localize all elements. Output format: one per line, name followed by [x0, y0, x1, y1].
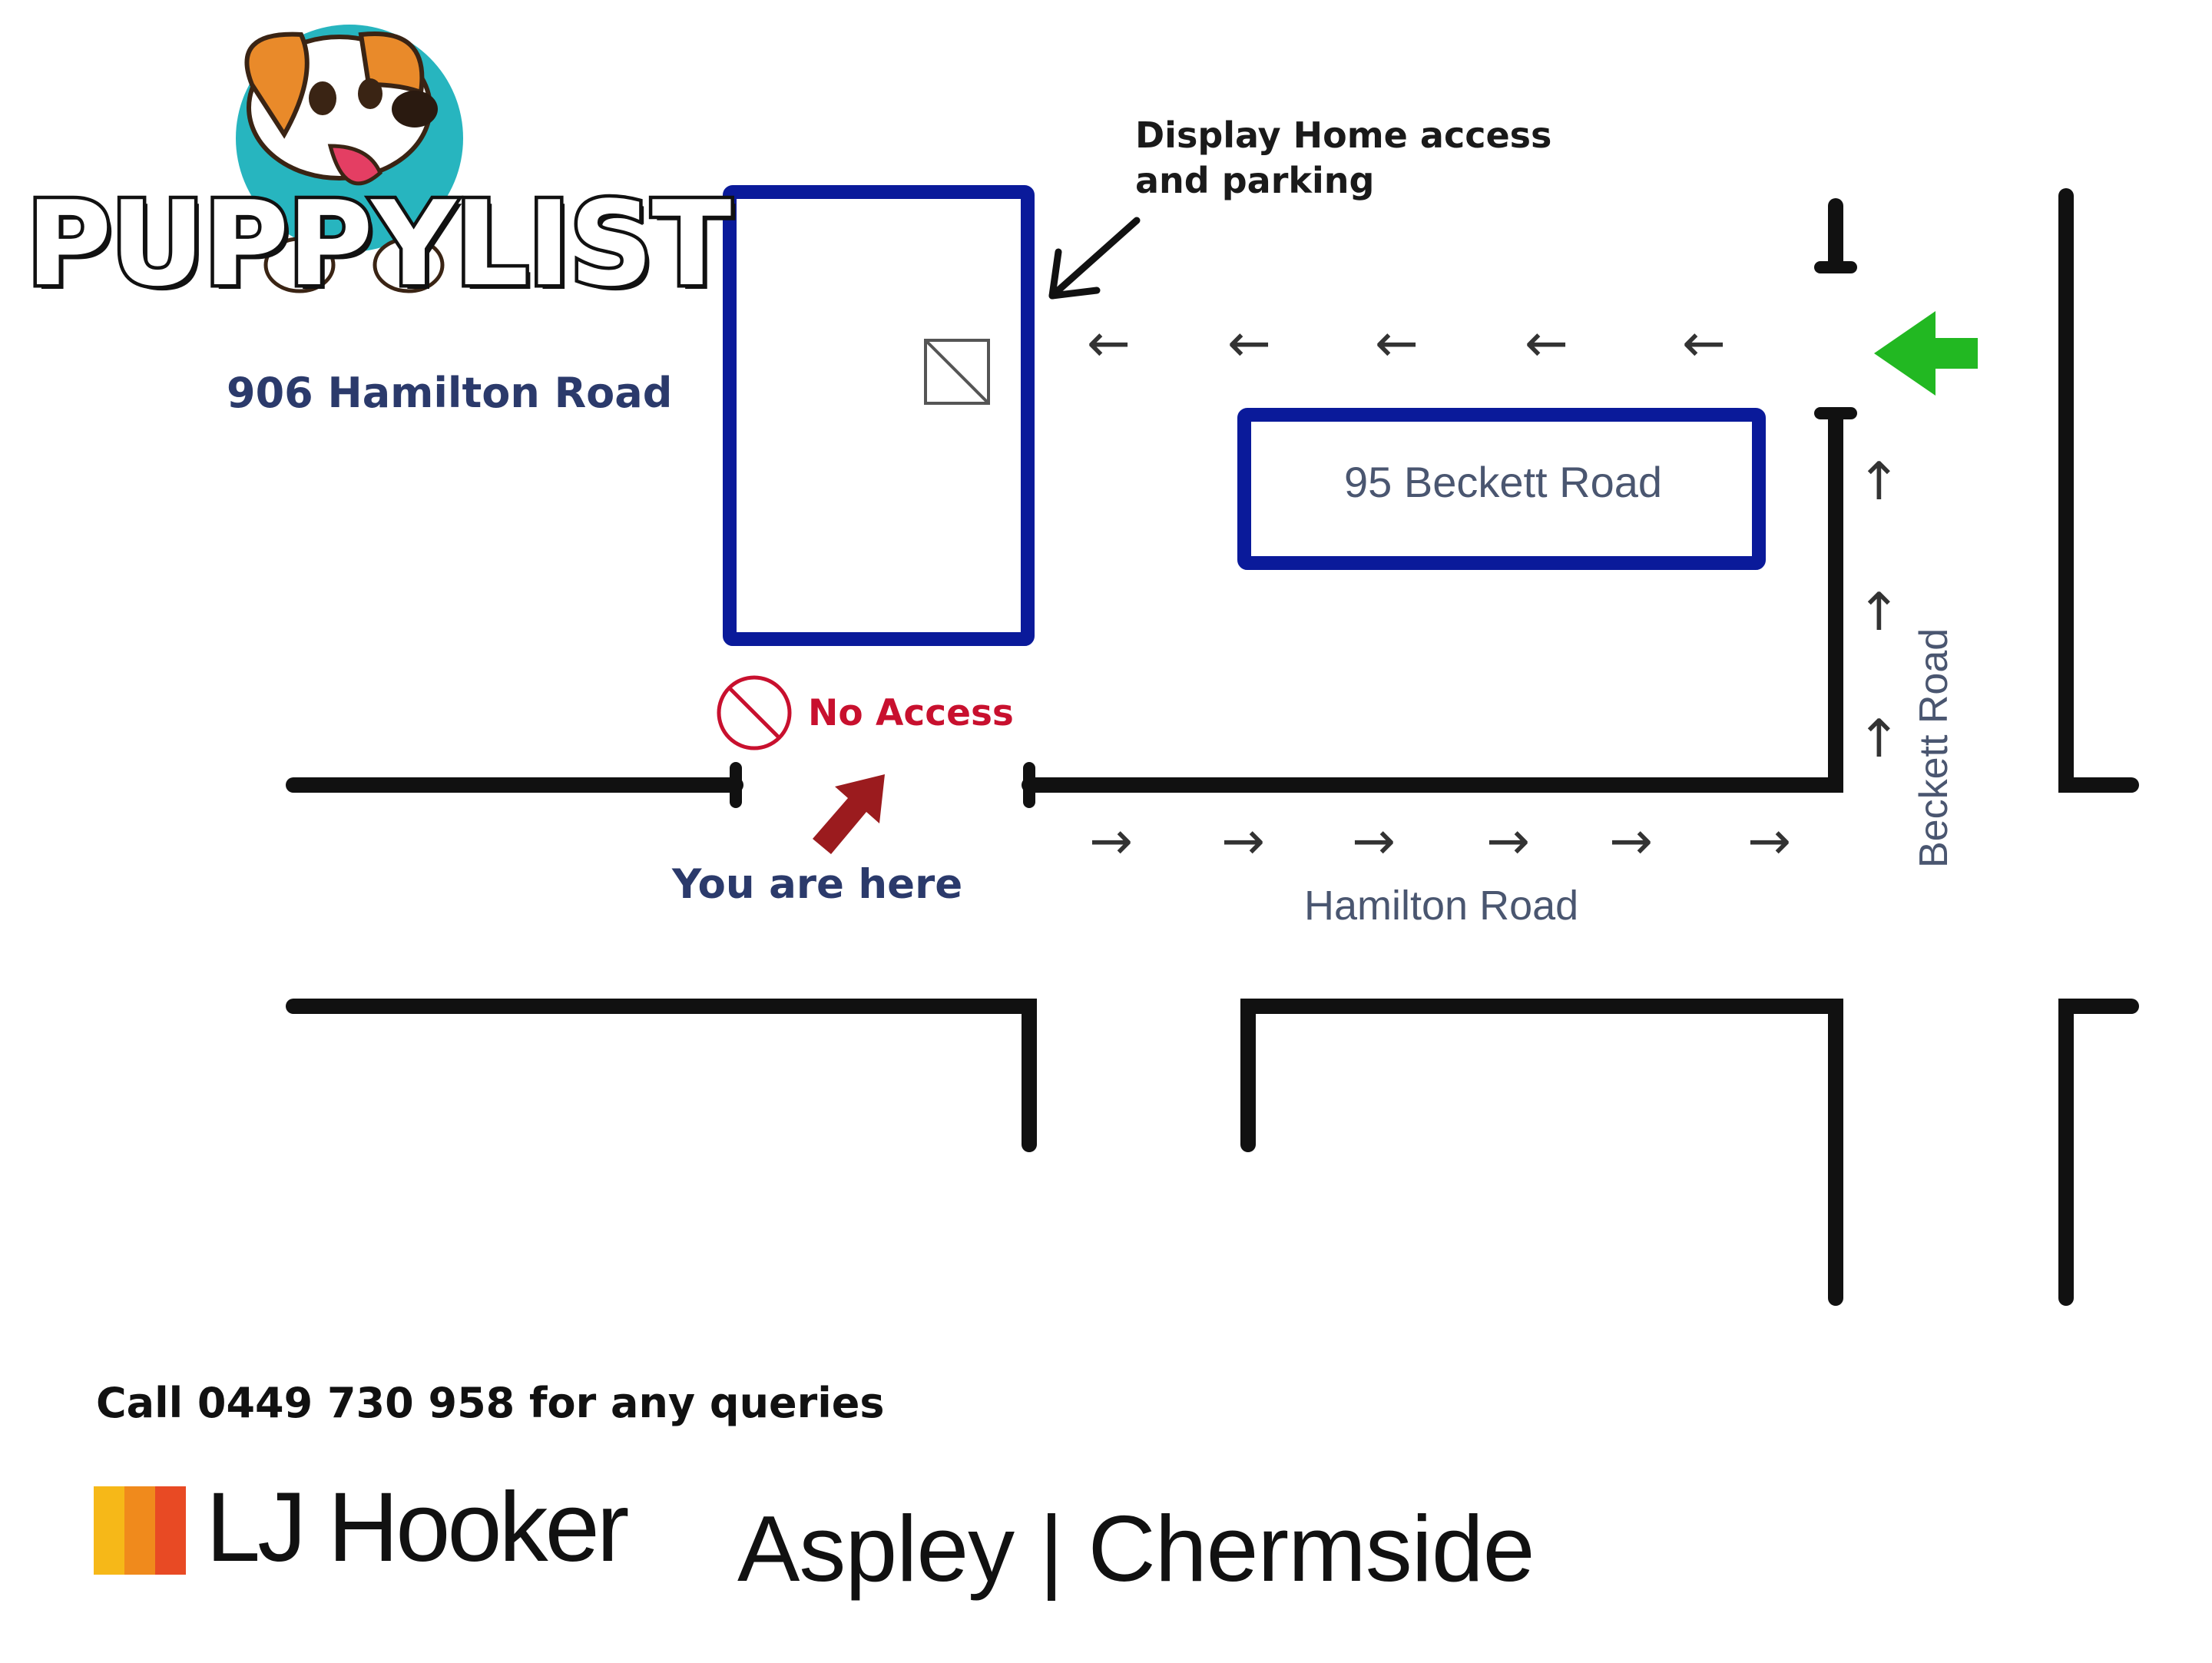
contact-text: Call 0449 730 958 for any queries — [96, 1379, 885, 1427]
arrow-right-2: → — [1221, 811, 1265, 872]
arrow-up-2: ↑ — [1857, 582, 1901, 643]
property-906-hamilton-outline — [723, 185, 1035, 646]
road-hamilton-south-left — [286, 999, 1037, 1152]
property-95-beckett-outline — [1237, 408, 1766, 570]
property-label-95-beckett: 95 Beckett Road — [1344, 458, 1663, 506]
logo-wordmark: PUPPYLIST — [22, 176, 734, 312]
arrow-left-3: ← — [1375, 313, 1419, 374]
arrow-up-3: ↑ — [1857, 709, 1901, 770]
you-are-here-label: You are here — [672, 861, 963, 908]
roads — [286, 188, 2139, 1306]
callout-arrow-icon — [1048, 217, 1141, 300]
arrow-left-4: ← — [1525, 313, 1568, 374]
property-label-906-hamilton: 906 Hamilton Road — [227, 369, 673, 417]
brand-stripe-red — [155, 1486, 186, 1575]
arrow-right-6: → — [1747, 811, 1791, 872]
brand-stripe-orange — [124, 1486, 155, 1575]
entry-arrow-icon — [1874, 311, 1978, 396]
road-hamilton-north-right — [1022, 411, 1843, 793]
entry-marker-icon — [924, 339, 990, 405]
callout-label-line2: and parking — [1135, 160, 1375, 201]
arrow-up-1: ↑ — [1857, 452, 1901, 512]
arrow-left-2: ← — [1227, 313, 1271, 374]
arrow-left-5: ← — [1682, 313, 1726, 374]
direction-arrows: ← ← ← ← ← → → → → → → ↑ ↑ ↑ — [1087, 313, 1901, 872]
road-hamilton-south-mid — [1240, 999, 1843, 1306]
arrow-right-5: → — [1609, 811, 1653, 872]
office-name: Aspley | Chermside — [737, 1496, 1535, 1601]
road-end-ticks — [730, 261, 1857, 808]
no-access-label: No Access — [808, 692, 1014, 734]
arrow-right-1: → — [1089, 811, 1133, 872]
you-are-here-arrow-icon — [813, 774, 885, 854]
lj-hooker-logo — [94, 1486, 186, 1575]
street-label-hamilton: Hamilton Road — [1304, 883, 1579, 929]
road-beckett-east-top — [2058, 188, 2139, 793]
arrow-right-3: → — [1352, 811, 1396, 872]
street-label-beckett: Beckett Road — [1912, 628, 1956, 868]
arrow-right-4: → — [1486, 811, 1530, 872]
puppylist-logo — [236, 25, 463, 252]
puppy-mascot-icon — [244, 31, 438, 186]
callout-label-line1: Display Home access — [1135, 114, 1552, 156]
brand-name: LJ Hooker — [206, 1473, 629, 1582]
brand-stripe-yellow — [94, 1486, 124, 1575]
arrow-left-1: ← — [1087, 313, 1131, 374]
road-beckett-east-bottom — [2058, 999, 2139, 1306]
logo-paws-icon — [263, 237, 445, 293]
no-access-icon — [717, 675, 792, 750]
